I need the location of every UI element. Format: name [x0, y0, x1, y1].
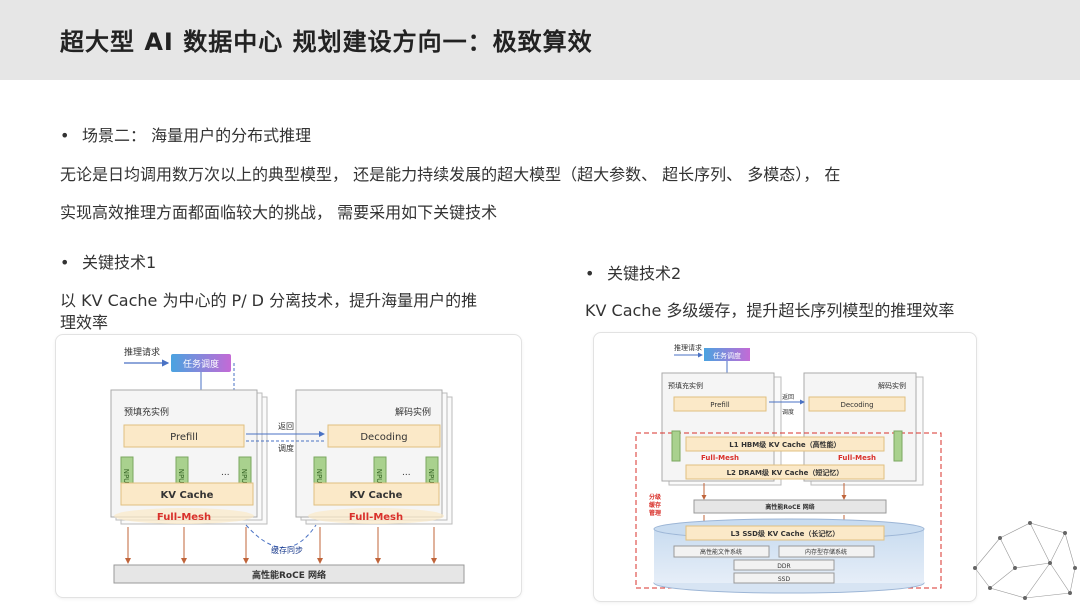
intro-line-1: 无论是日均调用数万次以上的典型模型， 还是能力持续发展的超大模型（超大参数、 超… [60, 161, 840, 185]
full-mesh-label: Full-Mesh [701, 454, 739, 462]
kv-cache-label: KV Cache [161, 490, 214, 501]
header-bar: 超大型 AI 数据中心 规划建设方向一：极致算效 [0, 0, 1080, 80]
tech2-label: 关键技术2 [607, 264, 681, 283]
tier-mgmt-label-2: 缓存 [649, 501, 661, 509]
full-mesh-label: Full-Mesh [157, 512, 211, 523]
bullet: • [585, 264, 607, 283]
prefill-label: Prefill [170, 432, 198, 443]
schedule-label: 调度 [782, 408, 794, 416]
bullet: • [60, 126, 82, 145]
roce-network-label: 高性能RoCE 网络 [765, 503, 814, 511]
multi-tier-cache-diagram: 推理请求 任务调度 预填充实例 Prefill 解码实例 Decoding 返回… [593, 332, 977, 602]
scenario-item: •场景二： 海量用户的分布式推理 [60, 122, 311, 146]
network-node [1028, 521, 1032, 525]
npu-chip [672, 431, 680, 461]
tech2-heading: •关键技术2 [585, 260, 681, 284]
mem-store-label: 内存型存储系统 [805, 548, 847, 556]
bullet: • [60, 253, 82, 272]
network-node [998, 536, 1002, 540]
full-mesh-label: Full-Mesh [349, 512, 403, 523]
decoding-label: Decoding [360, 432, 407, 443]
return-label: 返回 [782, 394, 794, 401]
page-title: 超大型 AI 数据中心 规划建设方向一：极致算效 [60, 22, 593, 57]
tech1-heading: •关键技术1 [60, 249, 156, 273]
full-mesh-label: Full-Mesh [838, 454, 876, 462]
return-label: 返回 [278, 422, 294, 431]
tech1-label: 关键技术1 [82, 253, 156, 272]
request-label: 推理请求 [124, 346, 160, 358]
scheduler-label: 任务调度 [183, 358, 219, 370]
l1-hbm-label: L1 HBM级 KV Cache（高性能） [729, 440, 840, 449]
network-node [973, 566, 977, 570]
scenario-label: 场景二： 海量用户的分布式推理 [82, 126, 311, 145]
npu-label: NPU [122, 469, 130, 484]
l3-ssd-label: L3 SSD级 KV Cache（长记忆） [731, 529, 840, 538]
network-node [1013, 566, 1017, 570]
decoding-label: Decoding [840, 401, 873, 409]
prefill-instance-label: 预填充实例 [124, 406, 169, 418]
tier-mgmt-label-3: 管理 [649, 509, 661, 517]
intro-line-2: 实现高效推理方面都面临较大的挑战， 需要采用如下关键技术 [60, 199, 497, 223]
npu-ellipsis: ... [221, 468, 230, 478]
network-node [988, 586, 992, 590]
network-node [1073, 566, 1077, 570]
schedule-label: 调度 [278, 443, 294, 453]
prefill-instance-label: 预填充实例 [668, 381, 703, 390]
npu-chip [894, 431, 902, 461]
decode-instance-label: 解码实例 [878, 381, 906, 390]
npu-label: NPU [427, 469, 435, 484]
decorative-network-graphic [970, 508, 1080, 608]
cache-sync-label: 缓存同步 [271, 545, 303, 555]
ssd-label: SSD [778, 576, 791, 583]
scheduler-label: 任务调度 [713, 351, 741, 360]
tech2-desc: KV Cache 多级缓存，提升超长序列模型的推理效率 [585, 297, 954, 321]
tier-mgmt-label-1: 分级 [649, 493, 661, 501]
pd-separation-diagram: 推理请求 任务调度 预填充实例 Prefill 解码实例 Decoding 返回… [55, 334, 522, 598]
npu-label: NPU [375, 469, 383, 484]
roce-links [128, 527, 434, 563]
prefill-label: Prefill [710, 401, 729, 409]
pd-diagram-svg: 推理请求 任务调度 预填充实例 Prefill 解码实例 Decoding 返回… [56, 335, 521, 597]
request-label: 推理请求 [674, 343, 702, 352]
npu-label: NPU [240, 469, 248, 484]
l2-dram-label: L2 DRAM级 KV Cache（短记忆） [727, 468, 844, 477]
roce-network-label: 高性能RoCE 网络 [252, 569, 326, 581]
network-node [1023, 596, 1027, 600]
decode-instance-label: 解码实例 [395, 406, 431, 418]
npu-label: NPU [315, 469, 323, 484]
kv-cache-label: KV Cache [350, 490, 403, 501]
npu-label: NPU [177, 469, 185, 484]
npu-ellipsis: ... [402, 468, 411, 478]
tier-diagram-svg: 推理请求 任务调度 预填充实例 Prefill 解码实例 Decoding 返回… [594, 333, 976, 601]
tech1-desc-line-1: 以 KV Cache 为中心的 P/ D 分离技术，提升海量用户的推 [60, 287, 477, 311]
cache-sync-line [246, 525, 316, 548]
fs-label: 高性能文件系统 [700, 548, 742, 556]
tech1-desc-line-2: 理效率 [60, 309, 108, 333]
network-node [1068, 591, 1072, 595]
network-node [1048, 561, 1052, 565]
ddr-label: DDR [777, 563, 790, 570]
network-node [1063, 531, 1067, 535]
